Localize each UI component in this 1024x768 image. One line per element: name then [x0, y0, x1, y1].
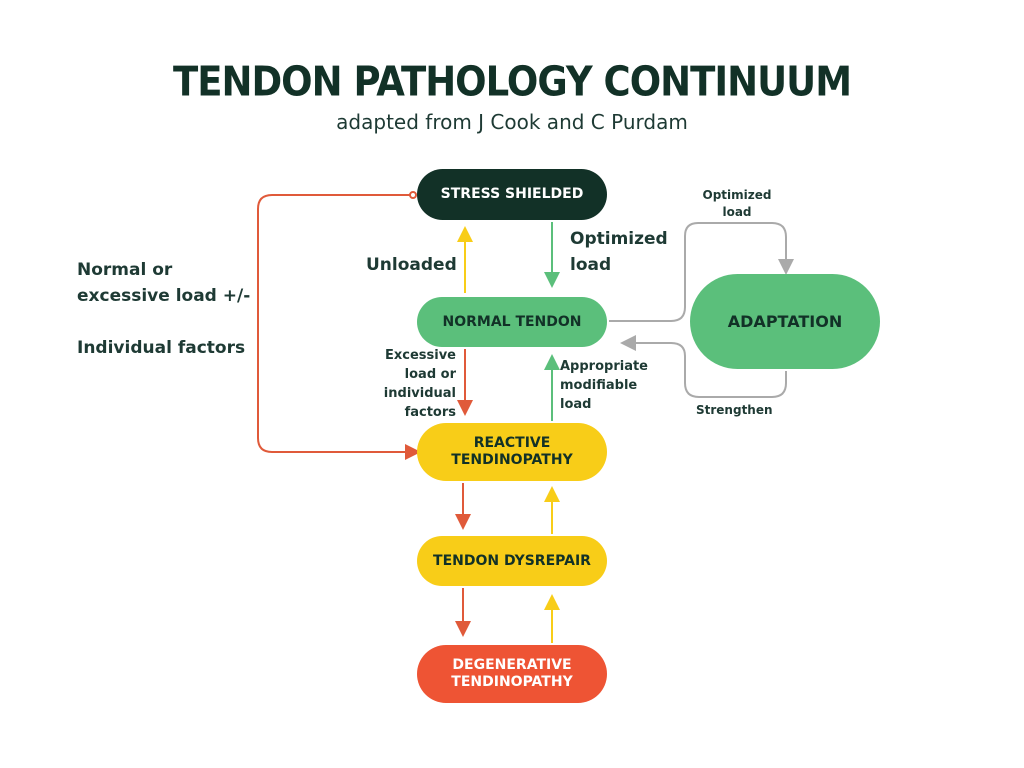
label-excessive-line4: factors: [404, 405, 456, 420]
load-loop-connector: [257, 194, 421, 460]
label-strengthen: Strengthen: [696, 403, 773, 417]
diagram-title: TENDON PATHOLOGY CONTINUUM: [172, 58, 852, 106]
diagram-subtitle: adapted from J Cook and C Purdam: [336, 110, 688, 134]
node-adaptation: ADAPTATION: [690, 274, 880, 369]
node-normal-tendon: NORMAL TENDON: [417, 297, 607, 347]
label-excessive-line3: individual: [383, 386, 456, 401]
node-dysrepair-label: TENDON DYSREPAIR: [433, 552, 591, 569]
label-appropriate-load: Appropriate modifiable load: [560, 357, 648, 414]
label-optimized-small-line1: Optimized: [702, 188, 772, 202]
load-loop-start-dot: [409, 191, 417, 199]
label-load-factors: Normal or excessive load +/- Individual …: [77, 257, 277, 361]
node-stress-shielded-label: STRESS SHIELDED: [440, 186, 584, 202]
node-reactive-line1: REACTIVE: [473, 435, 551, 451]
node-degenerative-line1: DEGENERATIVE: [452, 657, 572, 673]
node-degenerative-tendinopathy: DEGENERATIVE TENDINOPATHY: [417, 645, 607, 703]
label-optimized-small-line2: load: [722, 205, 752, 219]
strengthen-arrow: [620, 335, 787, 398]
label-optimized-load-line1: Optimized: [570, 229, 668, 249]
label-load-factors-line2: excessive load +/-: [77, 286, 251, 306]
label-appropriate-line2: modifiable: [560, 378, 638, 393]
node-stress-shielded: STRESS SHIELDED: [417, 169, 607, 220]
node-reactive-line2: TENDINOPATHY: [451, 452, 573, 468]
label-optimized-load-line2: load: [570, 255, 612, 275]
label-excessive-load: Excessive load or individual factors: [370, 346, 456, 422]
label-appropriate-line3: load: [560, 397, 592, 412]
adaptation-in-arrow: [609, 222, 794, 322]
label-appropriate-line1: Appropriate: [560, 359, 648, 374]
node-degenerative-line2: TENDINOPATHY: [451, 674, 573, 690]
label-optimized-load-small: Optimized load: [697, 187, 777, 221]
node-normal-tendon-label: NORMAL TENDON: [442, 313, 582, 330]
label-optimized-load: Optimized load: [570, 226, 668, 278]
node-reactive-tendinopathy: REACTIVE TENDINOPATHY: [417, 423, 607, 481]
label-unloaded: Unloaded: [366, 255, 457, 275]
label-excessive-line1: Excessive: [384, 348, 456, 363]
label-excessive-line2: load or: [404, 367, 456, 382]
node-tendon-dysrepair: TENDON DYSREPAIR: [417, 536, 607, 586]
label-load-factors-line3: Individual factors: [77, 338, 246, 358]
label-load-factors-line1: Normal or: [77, 260, 173, 280]
node-adaptation-label: ADAPTATION: [727, 312, 843, 331]
